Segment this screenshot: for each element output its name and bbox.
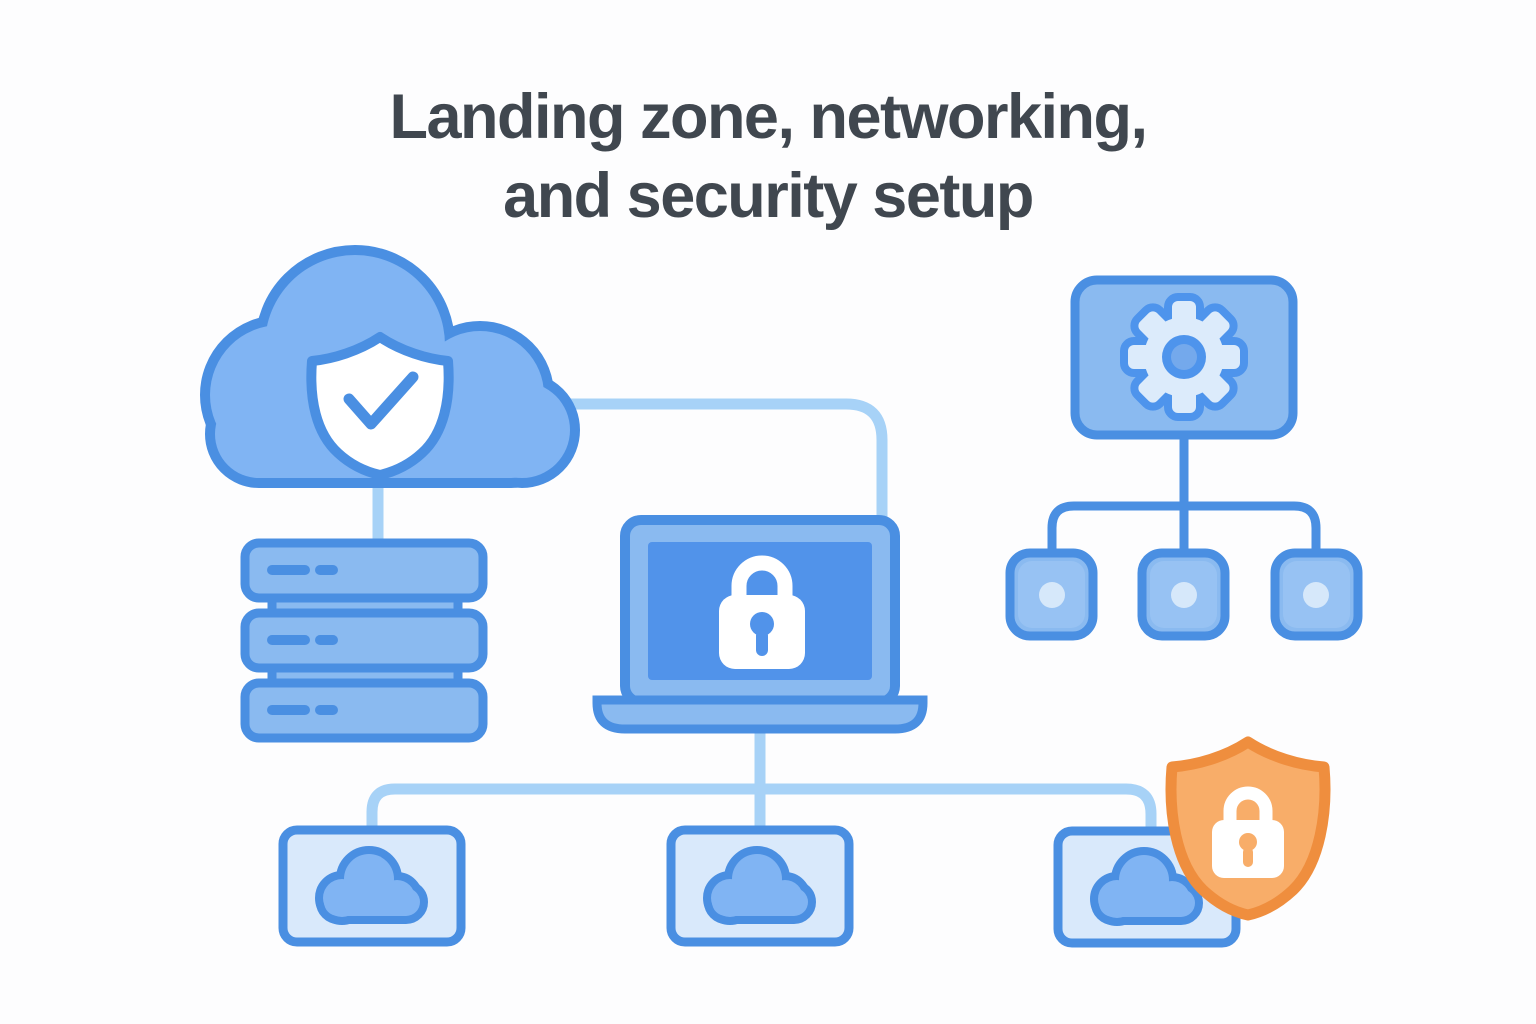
network-node-box-3 (1270, 548, 1363, 641)
cloud-icon (703, 846, 816, 925)
security-shield-node (1165, 736, 1331, 921)
gear-hub-center (1171, 344, 1197, 370)
secure-laptop-node (592, 515, 928, 734)
server-unit-3 (240, 678, 488, 743)
lock-icon (719, 555, 805, 669)
laptop-base (592, 695, 928, 734)
cloud-icon (1090, 847, 1203, 926)
settings-panel-node (1070, 275, 1298, 440)
title-line-1: Landing zone, networking, (389, 82, 1148, 152)
lock-icon (1212, 786, 1284, 878)
node-dot (1171, 582, 1197, 608)
connector-cloud-to-laptop (546, 398, 888, 551)
cloud-box-1 (278, 825, 466, 947)
cloud-icon (315, 846, 428, 925)
cloud-box-2 (666, 825, 854, 947)
node-dot (1039, 582, 1065, 608)
connector-lines (366, 398, 1157, 848)
server-unit-1 (240, 538, 488, 603)
server-unit-2 (240, 608, 488, 673)
page-title: Landing zone, networking, and security s… (0, 78, 1536, 237)
network-tree-lines (1047, 427, 1321, 561)
shield-check-icon (306, 332, 454, 480)
title-line-2: and security setup (503, 161, 1034, 232)
secure-cloud-node (200, 245, 580, 488)
server-stack-node (240, 538, 488, 743)
connector-boxes-horizontal (366, 783, 1157, 848)
gear-icon (1120, 293, 1248, 421)
tree-branch-line (1047, 501, 1321, 561)
network-node-box-1 (1005, 548, 1098, 641)
node-dot (1303, 582, 1329, 608)
network-node-box-2 (1137, 548, 1230, 641)
network-node-squares (1005, 548, 1363, 641)
